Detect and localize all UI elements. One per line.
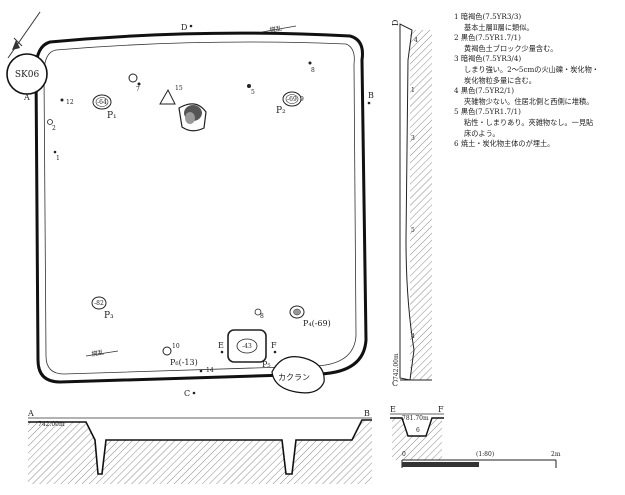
marker-a: A: [23, 93, 30, 102]
soil-legend: 1 暗褐色(7.5YR3/3) 基本土層Ⅱ層に類似。 2 黒色(7.5YR1.7…: [454, 12, 624, 150]
feature-p3: -82 P₃: [91, 296, 114, 321]
section-ab: A 742.00m B: [27, 409, 372, 484]
svg-text:7: 7: [136, 86, 140, 93]
marker-f: F: [271, 341, 277, 350]
label-p2: P₂: [276, 106, 286, 116]
svg-text:4: 4: [411, 333, 415, 340]
svg-text:5: 5: [411, 227, 415, 234]
svg-text:3: 3: [411, 135, 415, 142]
svg-text:10: 10: [172, 343, 180, 350]
cd-elevation: 742.00m: [393, 353, 400, 380]
svg-text:1: 1: [411, 87, 415, 94]
marker-c-bottom: C: [184, 389, 190, 398]
hearth-ef: -43: [227, 329, 267, 363]
post-holes: [47, 61, 312, 373]
scale-end: 2m: [551, 451, 561, 458]
svg-text:撹乱: 撹乱: [91, 348, 104, 358]
label-p5: P₅: [262, 360, 271, 369]
ab-elevation: 742.00m: [38, 421, 65, 428]
legend-item-2: 2 黒色(7.5YR1.7/1): [454, 33, 521, 43]
svg-text:-43: -43: [242, 343, 252, 350]
scale-ratio: (1:80): [476, 451, 494, 458]
feature-p6: P₆(-13): [162, 346, 198, 367]
section-ef: E 781.70m F 6: [390, 405, 444, 460]
svg-text:9: 9: [300, 96, 304, 103]
legend-item-6: 6 焼土・炭化物主体のが埋土。: [454, 139, 555, 149]
scale-start: 0: [402, 451, 406, 458]
sk06-label: SK06: [15, 70, 40, 80]
svg-text:12: 12: [66, 99, 74, 106]
svg-text:14: 14: [206, 367, 214, 374]
sk06-pit: SK06: [6, 53, 48, 95]
legend-item-5: 5 黒色(7.5YR1.7/1): [454, 107, 521, 117]
section-cd: D 742.00m C 4 1 3 5 4: [391, 20, 432, 388]
svg-text:5: 5: [251, 89, 255, 96]
svg-text:1: 1: [56, 155, 60, 162]
marker-c-section: C: [392, 379, 398, 388]
marker-b-section: B: [364, 409, 370, 418]
ef-elevation: 781.70m: [402, 415, 429, 422]
svg-text:-64: -64: [97, 99, 107, 106]
north-arrow-icon: [7, 11, 41, 59]
central-hearth: [159, 88, 207, 132]
svg-text:2: 2: [52, 125, 56, 132]
marker-d-top: D: [181, 23, 187, 32]
legend-item-3: 3 暗褐色(7.5YR3/4): [454, 54, 522, 64]
marker-b: B: [368, 91, 374, 100]
feature-p1: -64 P₁: [92, 94, 117, 121]
svg-text:4: 4: [414, 37, 418, 44]
marker-e-section: E: [390, 405, 396, 414]
svg-text:-69: -69: [287, 96, 297, 103]
legend-item-4: 4 黒色(7.5YR2/1): [454, 86, 515, 96]
svg-text:6: 6: [416, 427, 420, 434]
pit-plan: [34, 31, 368, 384]
kakuran-label: カクラン: [278, 373, 310, 382]
marker-f-section: F: [438, 405, 444, 414]
svg-text:8: 8: [311, 67, 315, 74]
kakuran-area: カクラン P₅: [262, 356, 325, 394]
scale-bar: 0 (1:80) 2m: [401, 451, 561, 468]
svg-text:-82: -82: [94, 300, 104, 307]
svg-text:8: 8: [260, 313, 264, 320]
feature-p2: -69 P₂: [276, 91, 302, 116]
marker-d-section: D: [391, 20, 400, 26]
label-p1: P₁: [107, 111, 117, 121]
section-markers: D B A C E F: [23, 23, 374, 398]
marker-a-section: A: [27, 409, 34, 418]
legend-item-1: 1 暗褐色(7.5YR3/3): [454, 12, 522, 21]
marker-e: E: [218, 341, 224, 350]
label-p4: P₄(-69): [303, 319, 331, 328]
feature-p4: P₄(-69): [289, 305, 331, 328]
svg-text:15: 15: [175, 85, 183, 92]
label-p6: P₆(-13): [170, 358, 198, 367]
label-p3: P₃: [104, 311, 114, 321]
post-numbers: 7 5 8 12 2 1 15 9 10 8 14: [52, 67, 315, 374]
edge-labels: 撹乱 撹乱: [85, 24, 297, 358]
